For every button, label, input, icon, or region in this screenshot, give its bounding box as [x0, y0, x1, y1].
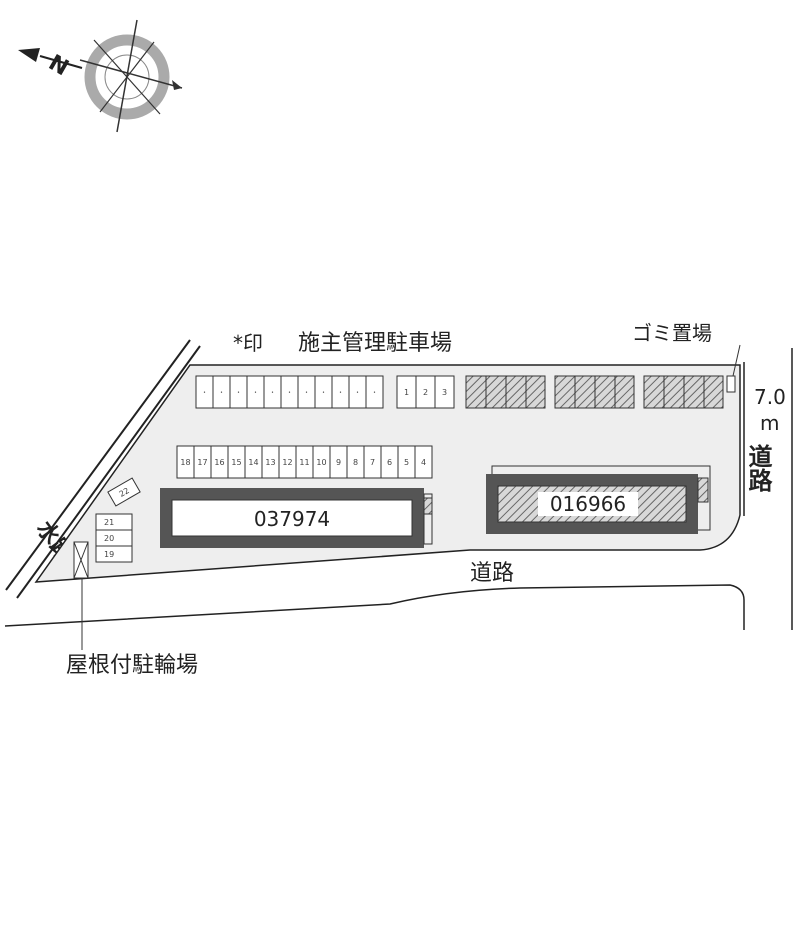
- parking-space: [95, 545, 133, 563]
- parking-row-top-numbered: 1 2 3: [396, 375, 455, 409]
- parking-space-label: ･: [322, 388, 326, 397]
- parking-space-label: 12: [282, 458, 292, 467]
- building-west-id: 037974: [254, 507, 330, 531]
- parking-space-label: ･: [305, 388, 309, 397]
- parking-space-label: 17: [197, 458, 207, 467]
- parking-space-label: ･: [237, 388, 241, 397]
- north-arrow-icon: [18, 48, 40, 62]
- parking-space-label: 6: [387, 458, 392, 467]
- parking-space-label: 14: [248, 458, 258, 467]
- road-width: 7.0: [754, 385, 786, 409]
- parking-space-label: 11: [299, 458, 309, 467]
- parking-space-label: 4: [421, 458, 426, 467]
- building-east: [486, 465, 711, 534]
- road-width-unit: m: [760, 411, 779, 435]
- parking-space-label: 18: [180, 458, 190, 467]
- parking-stack-west: 21 20 19: [95, 513, 133, 563]
- parking-space-label: 20: [104, 534, 114, 543]
- waterway: [5, 339, 201, 599]
- parking-space-label: ･: [203, 388, 207, 397]
- legend-mark: *印: [233, 331, 263, 355]
- parking-space-label: 2: [423, 388, 428, 397]
- parking-space: [365, 375, 384, 409]
- building-west: [160, 488, 433, 548]
- parking-hatched-group: [465, 375, 724, 409]
- parking-space-label: 16: [214, 458, 224, 467]
- parking-space-label: ･: [288, 388, 292, 397]
- parking-row-owner: ･ ･ ･ ･ ･ ･ ･ ･ ･ ･ ･: [195, 375, 384, 409]
- parking-space-label: ･: [356, 388, 360, 397]
- svg-text:22: 22: [118, 486, 131, 499]
- road-east-label: 道路: [744, 443, 772, 492]
- parking-space-label: 8: [353, 458, 358, 467]
- parking-space-label: 1: [404, 388, 409, 397]
- bicycle-shed: [73, 541, 89, 650]
- road-south-label: 道路: [470, 561, 514, 586]
- parking-space-label: 13: [265, 458, 275, 467]
- building-east-id: 016966: [550, 492, 626, 516]
- garbage-leader: [732, 344, 741, 377]
- parking-space-label: 3: [442, 388, 447, 397]
- parking-space-22: 22: [107, 477, 141, 507]
- legend-text: 施主管理駐車場: [298, 331, 452, 356]
- garbage-label: ゴミ置場: [632, 321, 712, 345]
- parking-space-label: 7: [370, 458, 375, 467]
- parking-space-label: 10: [316, 458, 326, 467]
- parking-space: [414, 445, 433, 479]
- north-label: N: [44, 50, 72, 81]
- compass-icon: N: [18, 19, 183, 133]
- parking-space-label: 15: [231, 458, 241, 467]
- parking-space-label: ･: [339, 388, 343, 397]
- parking-space-label: ･: [271, 388, 275, 397]
- bicycle-label: 屋根付駐輪場: [66, 653, 198, 678]
- parking-space-label: 19: [104, 550, 114, 559]
- parking-space: [434, 375, 455, 409]
- parking-space-label: 5: [404, 458, 409, 467]
- parking-space-label: 21: [104, 518, 114, 527]
- road-south: [4, 584, 745, 630]
- parking-space-label: ･: [373, 388, 377, 397]
- garbage-area: [726, 375, 736, 393]
- parking-row-middle: 18 17 16 15 14 13 12 11 10 9 8 7 6 5 4: [176, 445, 433, 479]
- parking-space-label: ･: [254, 388, 258, 397]
- parking-space-label: 9: [336, 458, 341, 467]
- parking-space-label: ･: [220, 388, 224, 397]
